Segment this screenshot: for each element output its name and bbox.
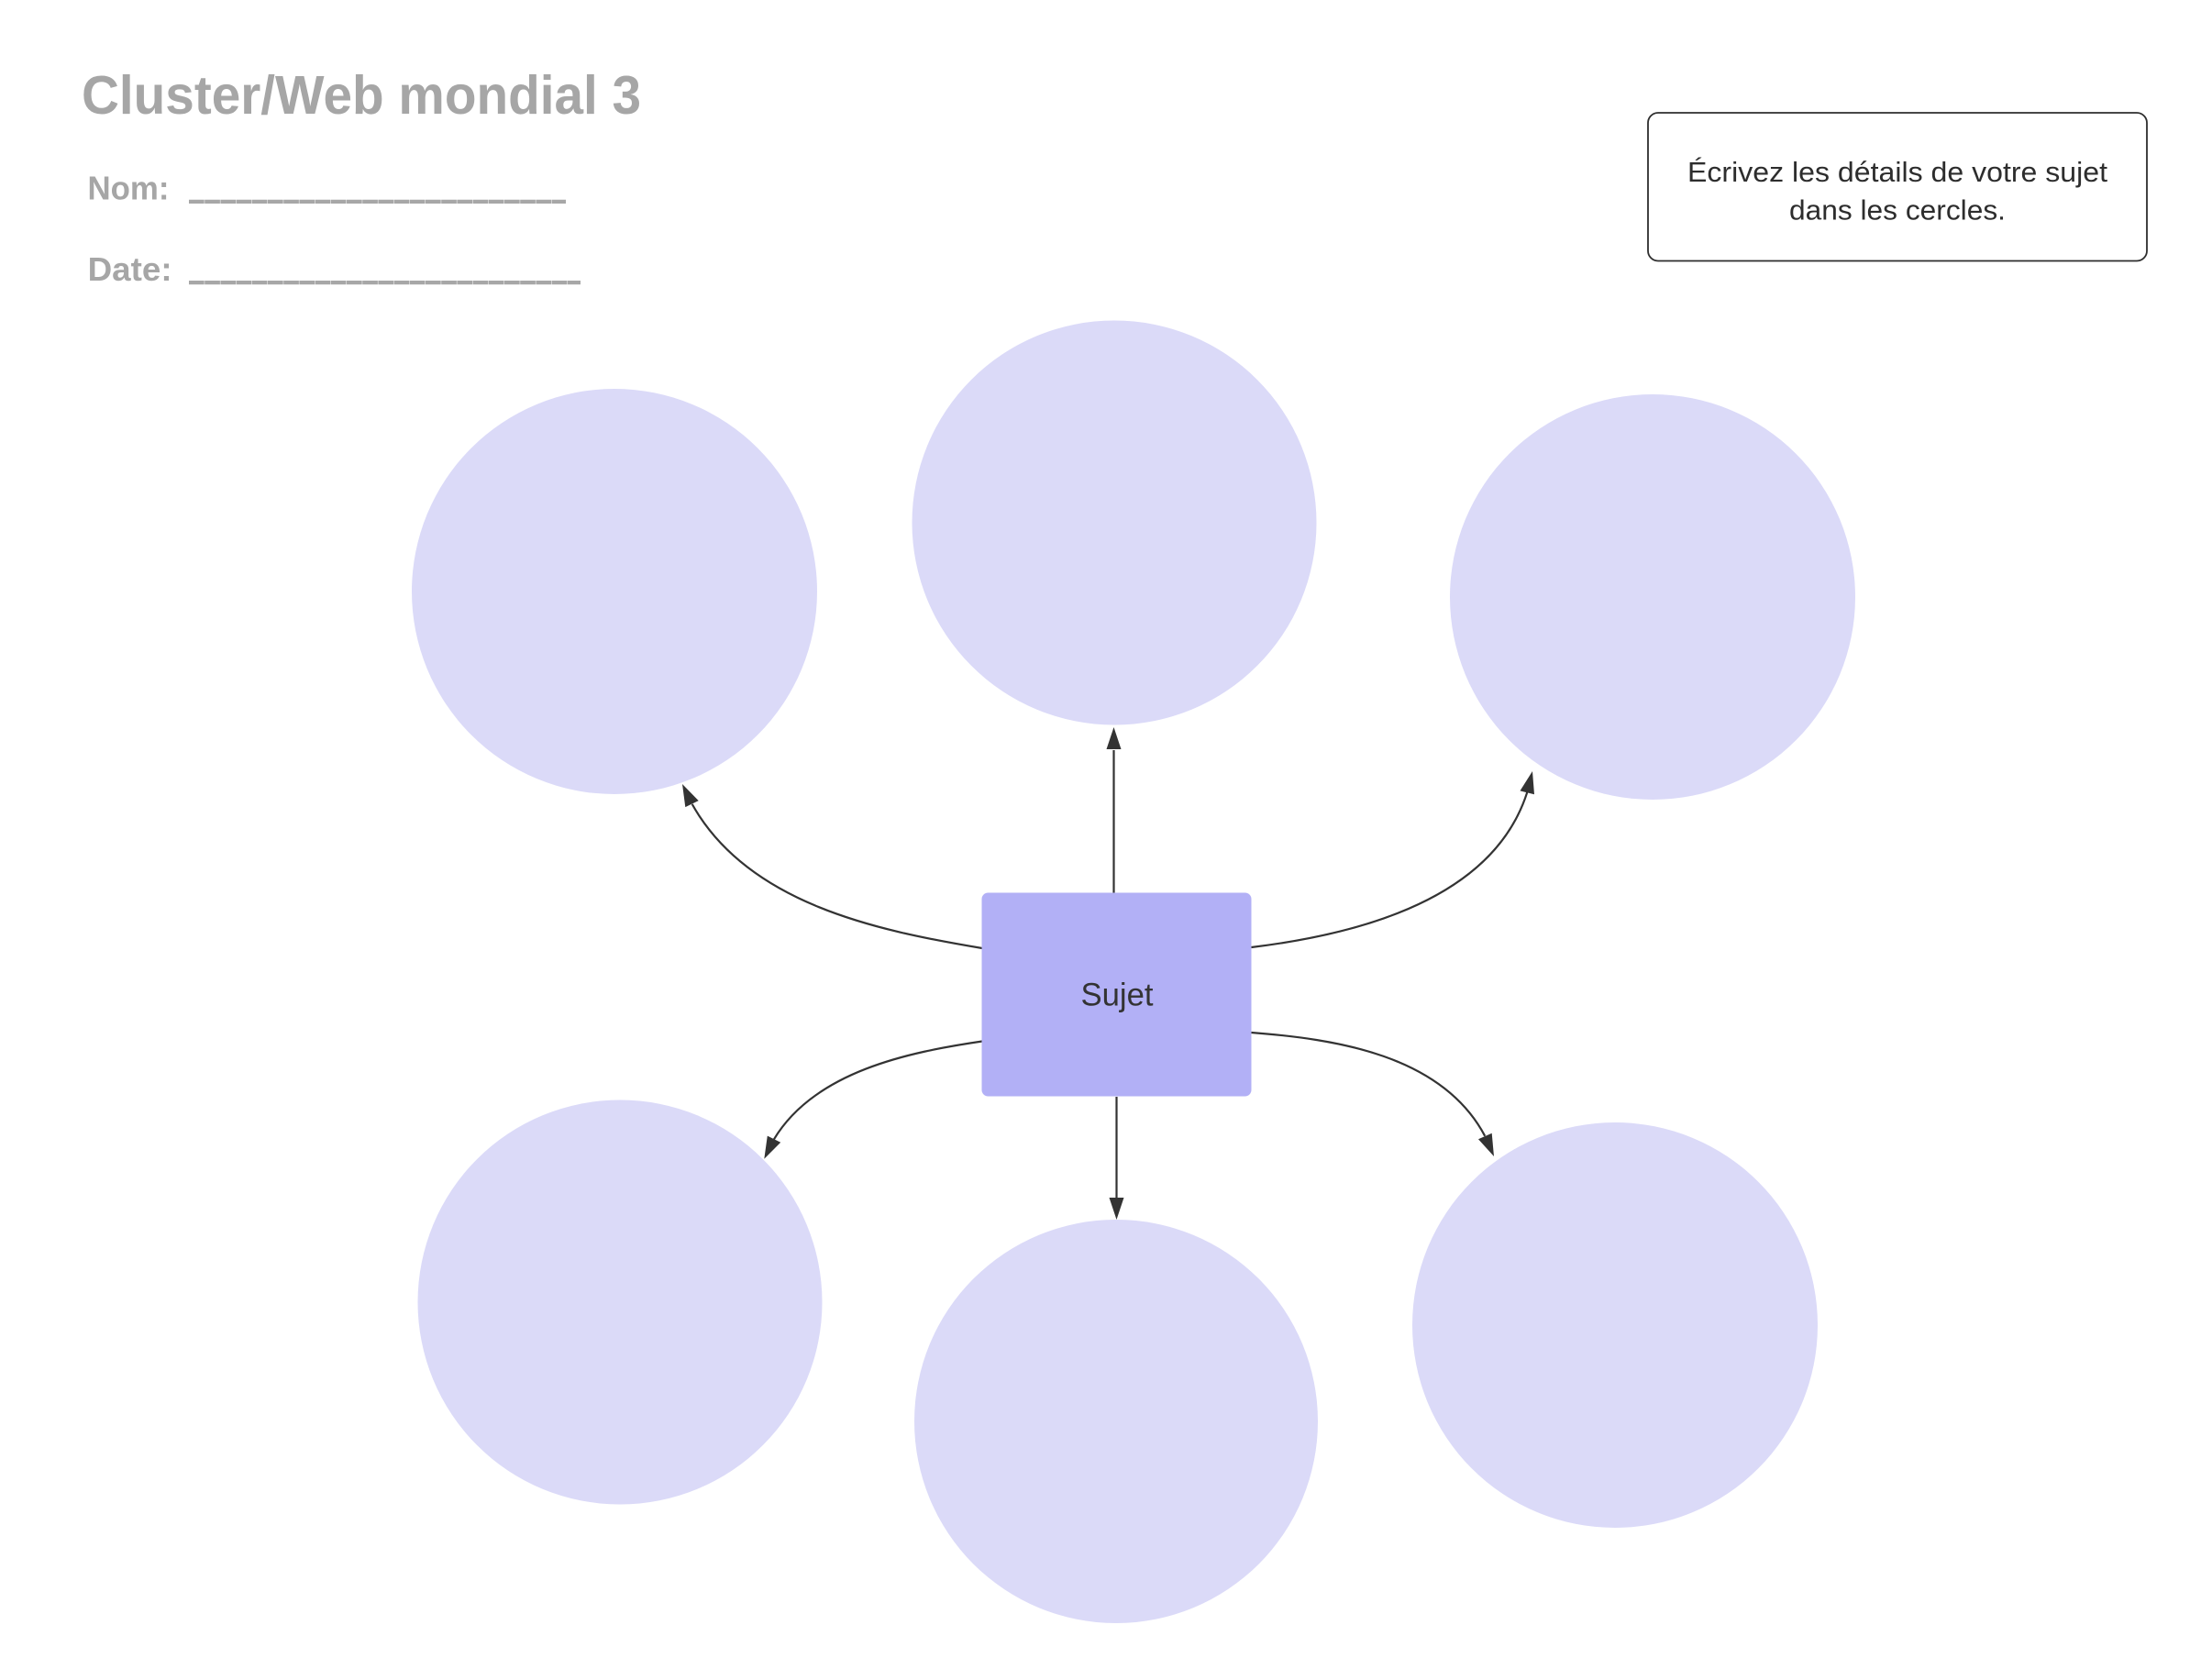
svg-text:Cluster/Web mondial 3: Cluster/Web mondial 3 bbox=[82, 65, 641, 126]
svg-text:Nom:: Nom: bbox=[88, 170, 170, 207]
svg-text:Date:: Date: bbox=[88, 250, 172, 288]
svg-text:Sujet: Sujet bbox=[1081, 977, 1154, 1013]
svg-text:dans les cercles.: dans les cercles. bbox=[1789, 194, 2006, 227]
svg-text:Écrivez les détails de votre s: Écrivez les détails de votre sujet bbox=[1687, 156, 2107, 188]
